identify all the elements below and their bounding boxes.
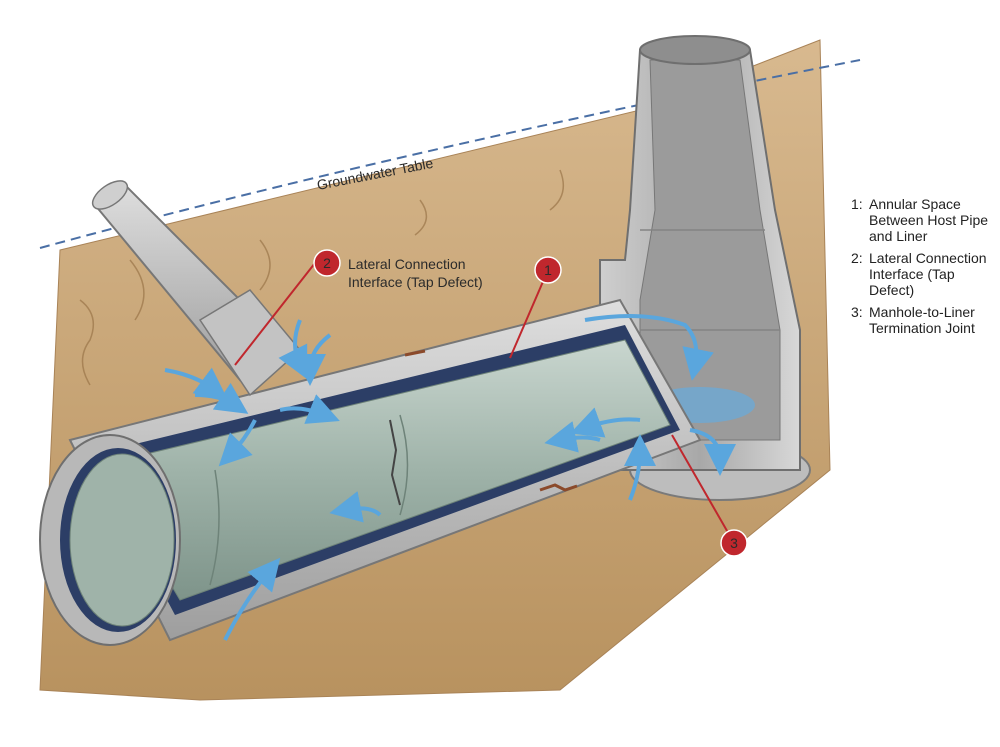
callout-2-label-line2: Interface (Tap Defect) xyxy=(348,274,483,290)
callout-3: 3 xyxy=(720,529,748,557)
callout-leaders xyxy=(234,262,735,544)
legend-item-1: 1: Annular Space Between Host Pipe and L… xyxy=(851,196,996,244)
svg-text:1: 1 xyxy=(544,262,552,278)
callout-1: 1 xyxy=(534,256,562,284)
svg-text:3: 3 xyxy=(730,535,738,551)
legend-number: 3: xyxy=(851,304,863,320)
host-pipe xyxy=(39,298,702,646)
legend: 1: Annular Space Between Host Pipe and L… xyxy=(851,196,996,342)
legend-item-3: 3: Manhole-to-Liner Termination Joint xyxy=(851,304,996,336)
lateral-pipe xyxy=(91,180,302,397)
legend-number: 2: xyxy=(851,250,863,266)
callout-2: 2 xyxy=(313,249,341,277)
svg-text:2: 2 xyxy=(323,255,331,271)
legend-text: Manhole-to-Liner Termination Joint xyxy=(869,304,975,336)
legend-item-2: 2: Lateral Connection Interface (Tap Def… xyxy=(851,250,996,298)
soil-cracks xyxy=(79,139,729,386)
callout-2-label-line1: Lateral Connection xyxy=(348,256,466,272)
legend-text: Lateral Connection Interface (Tap Defect… xyxy=(869,250,987,298)
legend-text: Annular Space Between Host Pipe and Line… xyxy=(869,196,989,244)
legend-number: 1: xyxy=(851,196,863,212)
infiltration-arrows xyxy=(164,314,736,641)
